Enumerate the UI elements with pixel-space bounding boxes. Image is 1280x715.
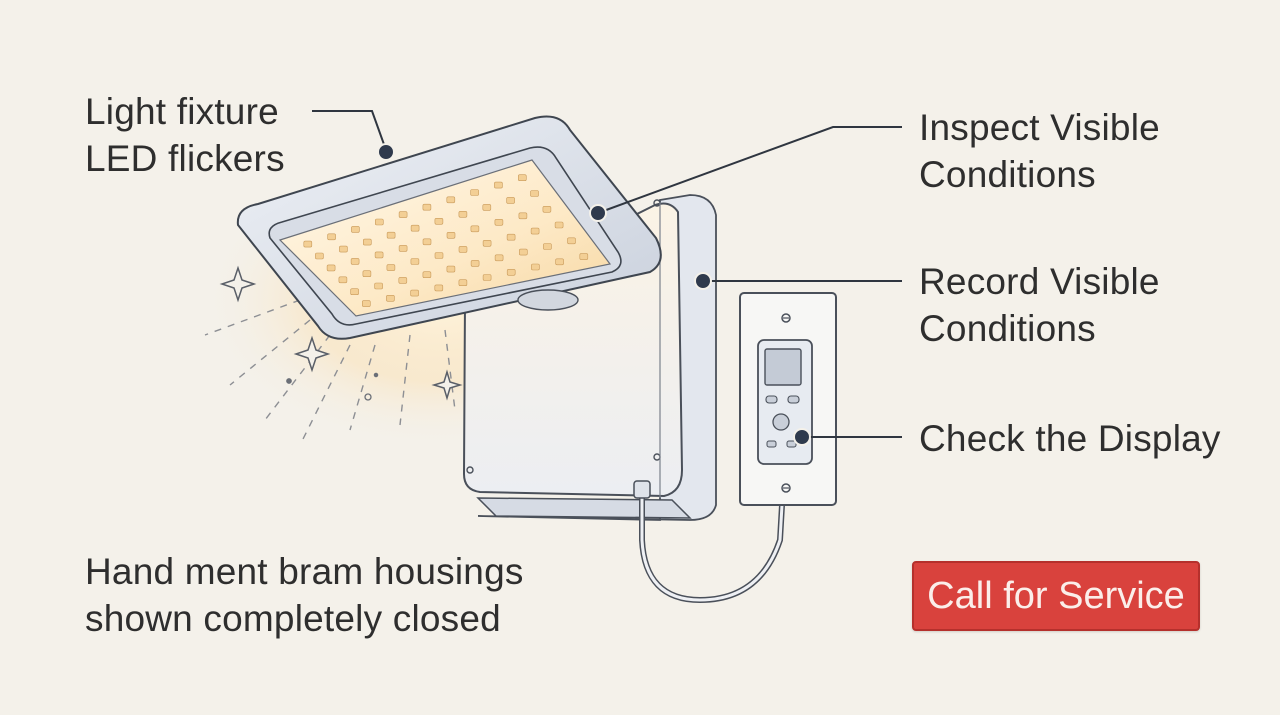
callout-record: Record Visible Conditions [919, 258, 1160, 352]
leader-fixture [312, 110, 387, 151]
callout-light-fixture: Light fixture LED flickers [85, 88, 285, 182]
callout-inspect-line2: Conditions [919, 154, 1096, 195]
callout-inspect: Inspect Visible Conditions [919, 104, 1160, 198]
callout-display: Check the Display [919, 415, 1221, 462]
caption-housing-line1: Hand ment bram housings [85, 551, 524, 592]
leader-inspect [597, 126, 902, 214]
callout-record-line1: Record Visible [919, 261, 1160, 302]
call-for-service-button[interactable]: Call for Service [912, 561, 1200, 631]
led-floodlight-icon [236, 115, 662, 340]
callout-inspect-line1: Inspect Visible [919, 107, 1160, 148]
callout-display-line1: Check the Display [919, 418, 1221, 459]
wall-controller-icon [739, 292, 837, 506]
callout-light-fixture-line1: Light fixture [85, 91, 279, 132]
caption-housing: Hand ment bram housings shown completely… [85, 548, 524, 642]
led-grid [303, 174, 589, 307]
callout-record-line2: Conditions [919, 308, 1096, 349]
leader-anchors [377, 143, 811, 446]
leader-lines [312, 110, 902, 438]
callout-light-fixture-line2: LED flickers [85, 138, 285, 179]
caption-housing-line2: shown completely closed [85, 598, 501, 639]
